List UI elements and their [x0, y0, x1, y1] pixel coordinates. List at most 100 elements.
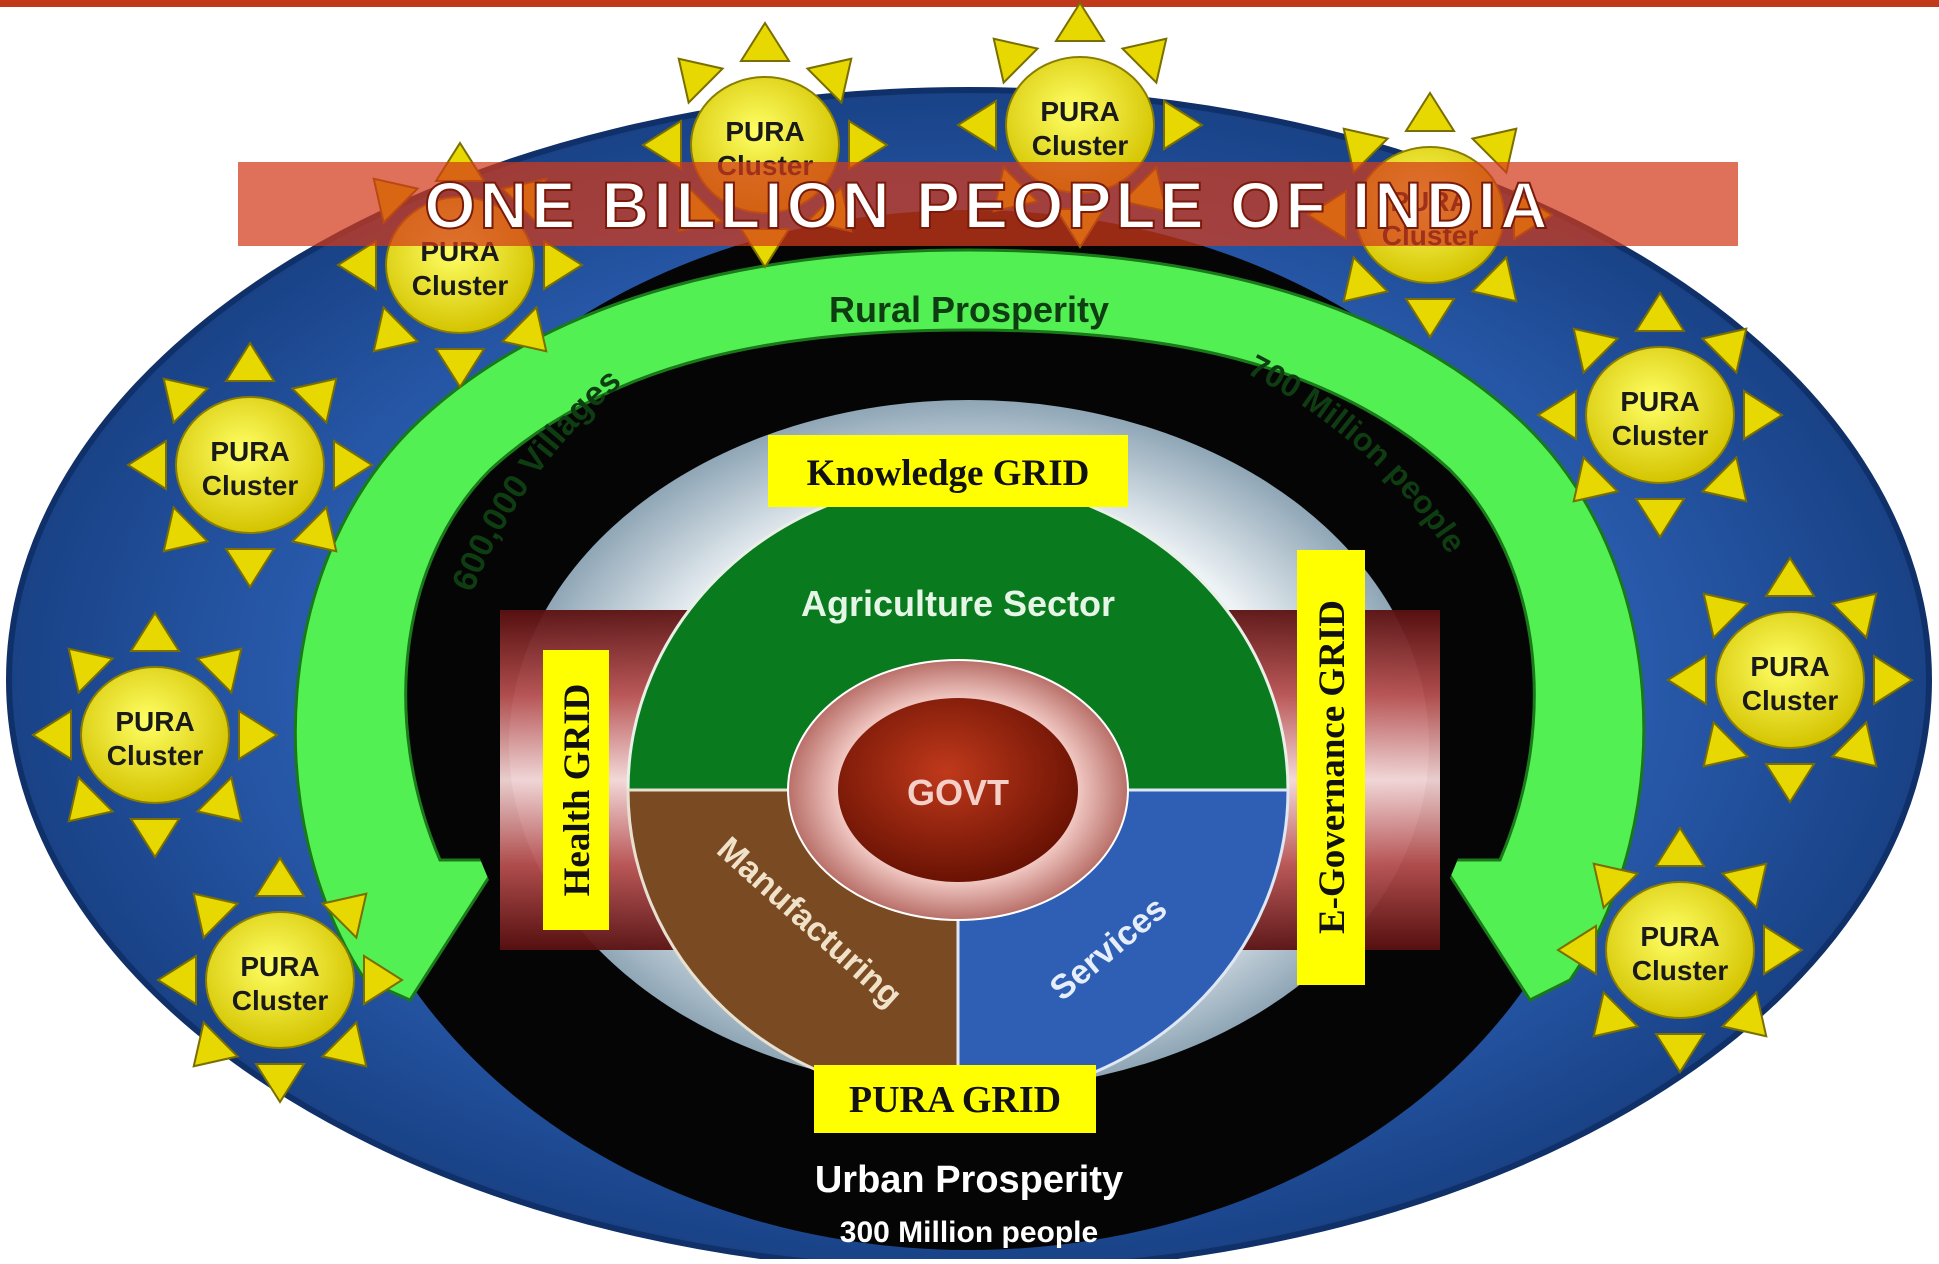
sun-ray	[1634, 498, 1686, 539]
title-banner: ONE BILLION PEOPLE OF INDIA	[238, 162, 1738, 246]
sun-ray	[1720, 862, 1768, 910]
sun-ray	[363, 954, 404, 1006]
sun-ray	[1572, 455, 1620, 503]
sun-ray	[641, 119, 682, 171]
cluster-label-pura: PURA	[1640, 921, 1719, 952]
sun-ray	[1830, 592, 1878, 640]
sun-ray	[805, 57, 853, 105]
govt-core	[838, 698, 1078, 882]
sun-ray	[1702, 592, 1750, 640]
cluster-label-cluster: Cluster	[1032, 130, 1129, 161]
sun-ray	[1054, 1, 1106, 42]
sun-ray	[67, 647, 115, 695]
knowledge-grid-label: Knowledge GRID	[807, 453, 1090, 494]
sun-ray	[1764, 763, 1816, 804]
sun-ray	[739, 21, 791, 62]
pura-grid-tag: PURA GRID	[814, 1065, 1096, 1133]
sun-ray	[956, 99, 997, 151]
sun-ray	[1536, 389, 1577, 441]
sun-ray	[1572, 327, 1620, 375]
cluster-label-pura: PURA	[1750, 651, 1829, 682]
sun-ray	[129, 818, 181, 859]
sun-ray	[1700, 327, 1748, 375]
sun-ray	[320, 1020, 368, 1068]
sun-ray	[195, 775, 243, 823]
sun-ray	[192, 1020, 240, 1068]
govt-label: GOVT	[907, 772, 1009, 813]
sun-disc	[1585, 346, 1735, 484]
sun-ray	[156, 954, 197, 1006]
sun-ray	[543, 239, 584, 291]
sun-ray	[238, 709, 279, 761]
cluster-label-cluster: Cluster	[1742, 685, 1839, 716]
sun-ray	[677, 57, 725, 105]
cluster-label-cluster: Cluster	[202, 470, 299, 501]
sun-ray	[254, 856, 306, 897]
sun-ray	[1873, 654, 1914, 706]
urban-million-label: 300 Million people	[840, 1216, 1098, 1249]
top-bar	[0, 0, 1939, 7]
sun-ray	[67, 775, 115, 823]
sun-ray	[1120, 37, 1168, 85]
cluster-label-cluster: Cluster	[107, 740, 204, 771]
health-grid-tag: Health GRID	[543, 650, 609, 930]
sector-wheel	[626, 478, 1290, 1102]
sun-ray	[1666, 654, 1707, 706]
sun-ray	[1654, 1033, 1706, 1074]
sun-ray	[1342, 255, 1390, 303]
cluster-label-pura: PURA	[240, 951, 319, 982]
sun-ray	[31, 709, 72, 761]
sun-ray	[1763, 924, 1804, 976]
sun-ray	[1634, 291, 1686, 332]
sun-ray	[1163, 99, 1204, 151]
cluster-label-pura: PURA	[1620, 386, 1699, 417]
sun-ray	[1764, 556, 1816, 597]
sun-ray	[290, 505, 338, 553]
rural-prosperity-label: Rural Prosperity	[829, 289, 1109, 330]
cluster-label-cluster: Cluster	[412, 270, 509, 301]
sun-ray	[434, 348, 486, 389]
sun-ray	[848, 119, 889, 171]
title-text: ONE BILLION PEOPLE OF INDIA	[424, 168, 1551, 242]
sun-ray	[320, 892, 368, 940]
cluster-label-pura: PURA	[210, 436, 289, 467]
agriculture-label: Agriculture Sector	[801, 583, 1115, 624]
sun-ray	[129, 611, 181, 652]
sun-ray	[162, 377, 210, 425]
sun-ray	[1556, 924, 1597, 976]
sun-ray	[1342, 127, 1390, 175]
sun-ray	[1830, 720, 1878, 768]
sun-ray	[1404, 298, 1456, 339]
cluster-label-pura: PURA	[115, 706, 194, 737]
urban-prosperity-label: Urban Prosperity	[815, 1159, 1123, 1201]
sun-ray	[333, 439, 374, 491]
sun-ray	[1702, 720, 1750, 768]
health-grid-label: Health GRID	[557, 684, 598, 897]
sun-disc	[205, 911, 355, 1049]
sun-ray	[254, 1063, 306, 1104]
sun-ray	[195, 647, 243, 695]
sun-ray	[224, 548, 276, 589]
sun-ray	[1700, 455, 1748, 503]
sun-ray	[1470, 255, 1518, 303]
egov-grid-tag: E-Governance GRID	[1297, 550, 1365, 985]
sun-ray	[1592, 862, 1640, 910]
sun-ray	[1720, 990, 1768, 1038]
cluster-label-pura: PURA	[725, 116, 804, 147]
cluster-label-cluster: Cluster	[1612, 420, 1709, 451]
egov-grid-label: E-Governance GRID	[1312, 600, 1353, 934]
sun-ray	[1592, 990, 1640, 1038]
sun-ray	[290, 377, 338, 425]
sun-disc	[1605, 881, 1755, 1019]
sun-disc	[1715, 611, 1865, 749]
sun-ray	[192, 892, 240, 940]
sun-ray	[224, 341, 276, 382]
